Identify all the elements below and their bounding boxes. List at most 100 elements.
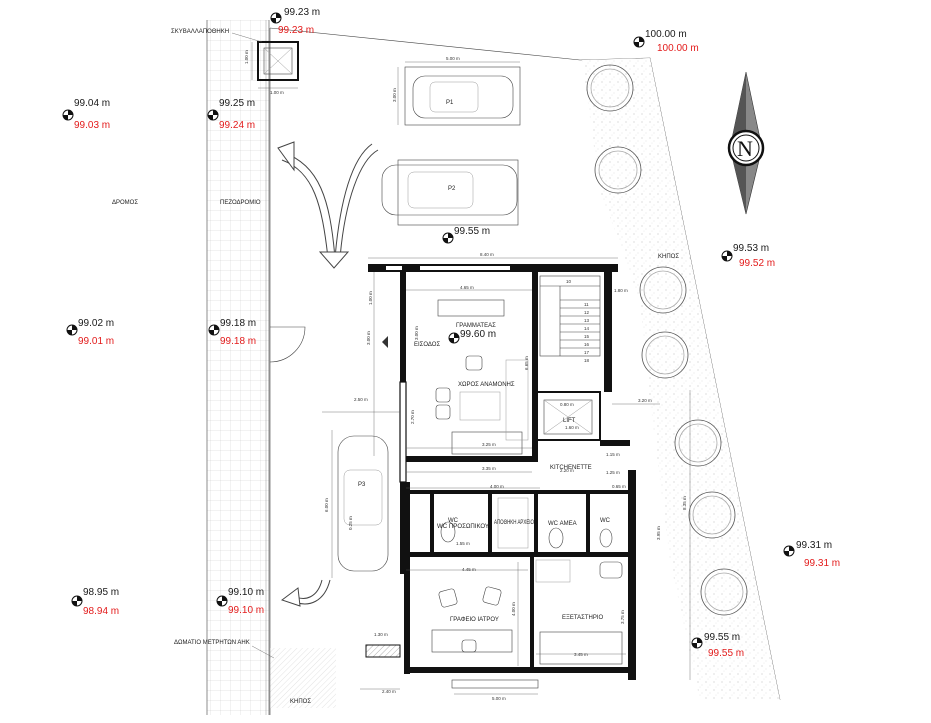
stair-step-16: 16 [584, 342, 590, 347]
dim-4-00: 4.00 m [490, 484, 504, 489]
dim-3-95: 3.95 m [656, 526, 661, 540]
level-marker-l9 [448, 332, 460, 344]
level-marker-l7 [66, 324, 78, 336]
building-width-dim: 8.40 m [480, 252, 494, 257]
stair-step-14: 14 [584, 326, 590, 331]
stair-step-17: 17 [584, 350, 590, 355]
meter-room-label: ΔΩΜΑΤΙΟ ΜΕΤΡΗΤΩΝ ΑΗΚ [174, 640, 250, 646]
meter-room-hatch [365, 644, 401, 658]
dim-2-70: 2.70 m [410, 410, 415, 424]
garden-bottom-label: ΚΗΠΟΣ [290, 699, 311, 705]
dim-3-45: 3.45 m [574, 652, 588, 657]
sidewalk-label: ΠΕΖΟΔΡΟΜΙΟ [220, 200, 261, 206]
level-l12-b: 99.10 m [228, 605, 264, 616]
parking-p2 [381, 159, 519, 226]
dim-1-25: 1.25 m [606, 470, 620, 475]
dim-1-00-front: 1.00 m [368, 291, 373, 305]
stair-step-11: 11 [584, 302, 589, 307]
bin-label: ΣΚΥΒΑΛΛΑΠΟΘΗΚΗ [171, 29, 229, 35]
p1-label: P1 [446, 100, 454, 106]
stair-step-10: 10 [566, 279, 572, 284]
dim-0-80: 0.80 m [560, 402, 574, 407]
wc-staff-label-line1: WC [448, 518, 459, 524]
parking-p1 [397, 61, 521, 126]
level-l3-b: 99.03 m [74, 120, 110, 131]
bin-width-dim: 1.00 m [270, 90, 284, 95]
entry-gate [269, 326, 306, 363]
level-marker-l1 [270, 12, 282, 24]
level-l10-a: 99.31 m [796, 540, 832, 551]
p1-height-dim: 3.00 m [392, 88, 397, 102]
level-l12-a: 99.10 m [228, 587, 264, 598]
p2-label: P2 [448, 186, 456, 192]
dim-3-25: 3.25 m [482, 442, 496, 447]
furniture [431, 299, 623, 665]
dim-3-75: 3.75 m [620, 610, 625, 624]
garden-right-label: ΚΗΠΟΣ [658, 254, 679, 260]
stair-step-12: 12 [584, 310, 590, 315]
level-l10-b: 99.31 m [804, 558, 840, 569]
level-l7-b: 99.01 m [78, 336, 114, 347]
dim-0-25: 0.25 m [348, 516, 353, 530]
dim-2-40: 2.40 m [382, 689, 396, 694]
level-marker-l8 [208, 324, 220, 336]
secretary-label: ΓΡΑΜΜΑΤΕΑΣ [456, 323, 496, 329]
wc-staff-label: WC ΠΡΟΣΩΠΙΚΟΥ [437, 524, 489, 530]
level-marker-l4 [207, 109, 219, 121]
level-l2-b: 100.00 m [657, 43, 699, 54]
dim-4-45: 4.45 m [462, 567, 476, 572]
entrance-arrow [382, 336, 388, 348]
building-walls [368, 264, 636, 680]
dim-0-65: 0.65 m [612, 484, 626, 489]
stair-step-13: 13 [584, 318, 590, 323]
garden-gravel [582, 58, 780, 700]
dim-4-00-office: 4.00 m [511, 602, 516, 616]
exam-room-label: ΕΞΕΤΑΣΤΗΡΙΟ [562, 615, 604, 621]
dim-2-50: 2.50 m [354, 397, 368, 402]
dim-1-30: 1.30 m [374, 632, 388, 637]
parking-p3 [331, 430, 389, 578]
dimension-lines [322, 257, 691, 695]
level-marker-l6 [721, 250, 733, 262]
road-label: ΔΡΟΜΟΣ [112, 200, 138, 206]
level-marker-l13 [691, 637, 703, 649]
level-marker-l11 [71, 595, 83, 607]
dim-2-20: 2.20 m [560, 468, 574, 473]
level-markers: 99.23 m 99.23 m 100.00 m 100.00 m 99.04 … [62, 7, 840, 659]
p1-width-dim: 5.00 m [446, 56, 460, 61]
level-l8-a: 99.18 m [220, 318, 256, 329]
level-marker-l5 [442, 232, 454, 244]
dim-5-00: 5.00 m [492, 696, 506, 701]
dim-8-35: 8.35 m [682, 496, 687, 510]
level-l3-a: 99.04 m [74, 98, 110, 109]
dim-3-00-reception: 3.00 m [414, 326, 419, 340]
p3-dim: 6.00 m [324, 498, 329, 512]
stairs [540, 285, 600, 356]
kitchenette-label: KITCHENETTE [550, 465, 592, 471]
dim-1-15: 1.15 m [606, 452, 620, 457]
north-arrow [727, 71, 765, 215]
dim-6-65: 6.65 m [524, 356, 529, 370]
level-l13-b: 99.55 m [708, 648, 744, 659]
dim-1-55: 1.55 m [456, 541, 470, 546]
level-l5-a: 99.55 m [454, 226, 490, 237]
wc-disabled-label: WC ΑΜΕΑ [548, 521, 577, 527]
lift-label: LIFT [563, 418, 576, 424]
dim-3-20: 3.20 m [638, 398, 652, 403]
entrance-label: ΕΙΣΟΔΟΣ [414, 342, 440, 348]
dim-1-60: 1.60 m [565, 425, 579, 430]
p3-label: P3 [358, 482, 366, 488]
level-marker-l3 [62, 109, 74, 121]
bin-height-dim: 1.00 m [244, 50, 249, 64]
meter-room-area [270, 648, 336, 708]
level-marker-l12 [216, 595, 228, 607]
driveway-arrows [277, 141, 379, 607]
dim-1-80: 1.80 m [614, 288, 628, 293]
storage-archive-label: ΑΠΟΘΗΚΗ ΑΡΧΕΙΟ [494, 520, 534, 526]
level-l13-a: 99.55 m [704, 632, 740, 643]
waiting-area-label: ΧΩΡΟΣ ΑΝΑΜΟΝΗΣ [458, 382, 515, 388]
north-label: N [737, 136, 753, 161]
level-marker-l10 [783, 545, 795, 557]
stair-step-15: 15 [584, 334, 590, 339]
